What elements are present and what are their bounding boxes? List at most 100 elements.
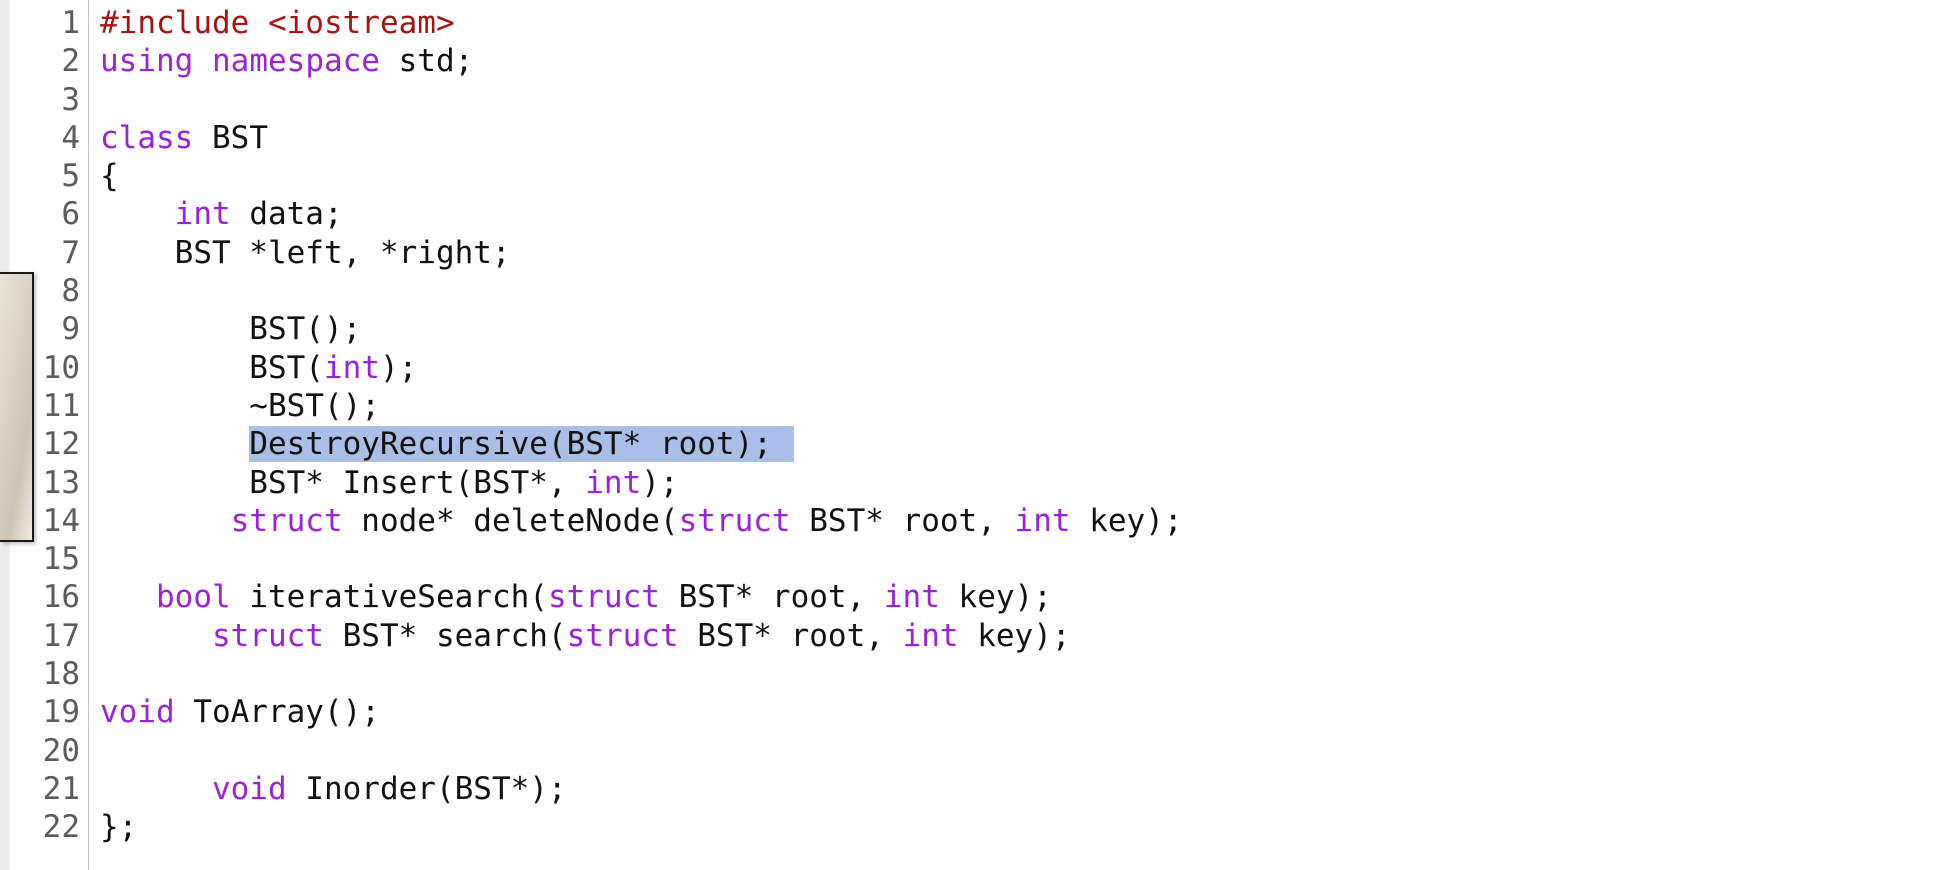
line-number: 7 <box>61 234 80 271</box>
code-line[interactable]: 11 ~BST(); <box>0 387 1936 425</box>
code-text: }; <box>100 808 137 846</box>
line-number: 20 <box>42 732 80 769</box>
keyword-token: struct <box>547 579 660 616</box>
code-text: class BST <box>100 119 268 157</box>
code-text: void Inorder(BST*); <box>100 770 567 808</box>
code-line[interactable]: 2 using namespace std; <box>0 42 1936 80</box>
code-line[interactable]: 9 BST(); <box>0 310 1936 348</box>
code-token: BST *left, *right; <box>100 234 511 271</box>
code-token: { <box>100 158 119 195</box>
code-line[interactable]: 19 void ToArray(); <box>0 693 1936 731</box>
code-token: ToArray(); <box>174 694 380 731</box>
code-token: BST( <box>100 349 324 386</box>
code-text: bool iterativeSearch(struct BST* root, i… <box>100 578 1052 616</box>
code-token: BST* root, <box>790 502 1015 539</box>
code-line[interactable]: 15 <box>0 540 1936 578</box>
keyword-token: int <box>323 349 380 386</box>
code-token: key); <box>939 579 1052 616</box>
line-number: 11 <box>42 387 80 424</box>
code-text: { <box>100 157 119 195</box>
code-token: BST <box>193 119 268 156</box>
code-line[interactable]: 14 struct node* deleteNode(struct BST* r… <box>0 502 1936 540</box>
keyword-token: class <box>100 119 194 156</box>
keyword-token: int <box>902 617 959 654</box>
code-text: using namespace std; <box>100 42 473 80</box>
line-number: 8 <box>61 273 80 310</box>
keyword-token: struct <box>678 502 791 539</box>
line-number: 5 <box>61 158 80 195</box>
keyword-token: using <box>100 43 194 80</box>
code-line[interactable]: 4 class BST <box>0 119 1936 157</box>
keyword-token: bool <box>156 579 231 616</box>
line-number: 1 <box>61 5 80 41</box>
code-token: BST(); <box>100 311 362 348</box>
line-number: 17 <box>42 617 80 654</box>
code-line[interactable]: 13 BST* Insert(BST*, int); <box>0 464 1936 502</box>
code-token <box>100 503 231 539</box>
code-line[interactable]: 5{ <box>0 157 1936 195</box>
code-text: BST* Insert(BST*, int); <box>100 464 679 502</box>
code-token: BST* search( <box>323 617 567 654</box>
code-token: node* deleteNode( <box>342 502 679 539</box>
code-line[interactable]: 22}; <box>0 808 1936 846</box>
code-line[interactable]: 8 <box>0 272 1936 310</box>
keyword-token: void <box>211 770 287 807</box>
keyword-token: void <box>100 694 175 731</box>
code-token <box>100 579 156 615</box>
keyword-token: int <box>883 579 940 616</box>
code-text: BST(); <box>100 310 361 348</box>
line-number: 21 <box>42 770 80 807</box>
code-line[interactable]: 12 DestroyRecursive(BST* root); <box>0 425 1936 463</box>
code-text: DestroyRecursive(BST* root); <box>100 425 794 463</box>
line-number: 19 <box>42 694 80 731</box>
code-token: std; <box>379 43 474 80</box>
code-token: ); <box>641 464 679 501</box>
line-number: 13 <box>42 464 80 501</box>
code-text: struct node* deleteNode(struct BST* root… <box>100 502 1183 540</box>
code-token: data; <box>230 196 343 233</box>
keyword-token: struct <box>566 617 679 654</box>
code-line[interactable]: 7 BST *left, *right; <box>0 234 1936 272</box>
code-token: }; <box>100 809 138 846</box>
line-number: 14 <box>42 502 80 539</box>
line-number: 10 <box>42 349 80 386</box>
code-token: BST* root, <box>678 617 903 654</box>
line-number: 6 <box>61 196 80 233</box>
keyword-token: int <box>174 196 231 233</box>
selected-text: DestroyRecursive(BST* root); <box>249 426 794 463</box>
code-editor[interactable]: 1 #include <iostream> 2 using namespace std… <box>0 4 1936 847</box>
code-token: BST* root, <box>659 579 884 616</box>
image-thumbnail-overlay[interactable] <box>0 272 34 542</box>
code-text: void ToArray(); <box>100 693 380 731</box>
code-line[interactable]: 17 struct BST* search(struct BST* root, … <box>0 617 1936 655</box>
code-text: int data; <box>100 195 343 233</box>
code-line[interactable]: 6 int data; <box>0 195 1936 233</box>
line-number: 9 <box>61 311 80 348</box>
line-number: 3 <box>61 81 80 118</box>
line-number: 2 <box>61 43 80 80</box>
preprocessor-token: #include <iostream> <box>100 5 455 41</box>
line-number: 22 <box>42 809 80 846</box>
code-token <box>100 426 249 462</box>
keyword-token: struct <box>211 617 324 654</box>
code-token <box>100 771 212 807</box>
code-line[interactable]: 20 <box>0 732 1936 770</box>
keyword-token: int <box>1014 502 1071 539</box>
code-line[interactable]: 1 #include <iostream> <box>0 4 1936 42</box>
code-line[interactable]: 16 bool iterativeSearch(struct BST* root… <box>0 578 1936 616</box>
line-number: 4 <box>61 119 80 156</box>
keyword-token: namespace <box>212 43 380 80</box>
code-line[interactable]: 18 <box>0 655 1936 693</box>
code-token: ); <box>379 349 418 386</box>
code-token <box>193 43 212 79</box>
code-line[interactable]: 10 BST(int); <box>0 349 1936 387</box>
code-token: BST* Insert(BST*, <box>100 464 586 501</box>
code-token: iterativeSearch( <box>230 579 548 616</box>
code-token: key); <box>1070 502 1183 539</box>
code-line[interactable]: 3 <box>0 81 1936 119</box>
line-number: 16 <box>42 579 80 616</box>
code-line[interactable]: 21 void Inorder(BST*); <box>0 770 1936 808</box>
code-text: BST(int); <box>100 349 417 387</box>
code-token: Inorder(BST*); <box>286 770 567 807</box>
code-text: #include <iostream> <box>100 4 455 42</box>
